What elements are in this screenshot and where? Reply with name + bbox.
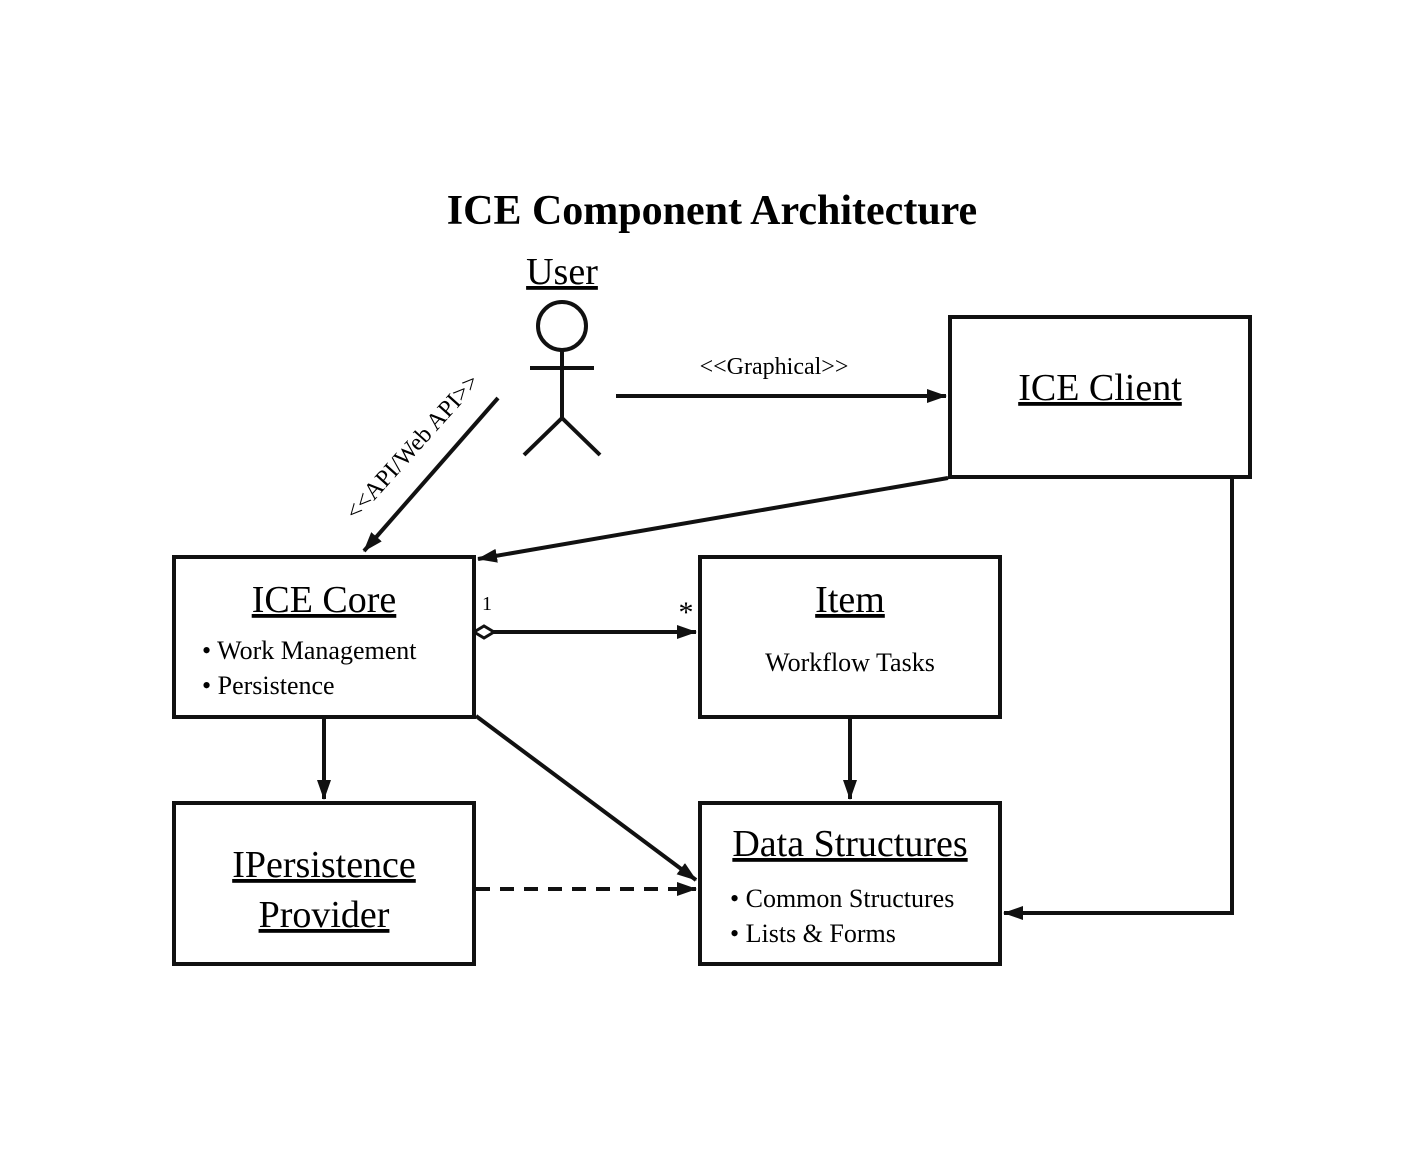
graphical-label: <<Graphical>> (700, 354, 849, 380)
data-structures-rect (698, 801, 1002, 966)
actor-left-leg (522, 416, 564, 457)
edge-client-to-data-structures (1003, 478, 1234, 920)
diagram-title: ICE Component Architecture (447, 188, 977, 234)
edge-user-to-client: <<Graphical>> (616, 354, 947, 403)
data-structures-box: Data Structures • Common Structures • Li… (698, 801, 1002, 966)
core-item-source-multiplicity: 1 (482, 593, 492, 615)
ice-client-title: ICE Client (1018, 367, 1182, 409)
core-item-target-multiplicity: * (679, 596, 694, 629)
edge-user-to-core: <<API/Web API>> (341, 369, 500, 553)
ice-client-rect (948, 315, 1252, 479)
actor-head (536, 300, 588, 352)
data-structures-bullet-lists-forms: • Lists & Forms (730, 919, 896, 948)
persistence-provider-title-line1: IPersistence (232, 844, 416, 886)
ice-core-rect (172, 555, 476, 719)
ice-core-box: ICE Core • Work Management • Persistence (172, 555, 476, 719)
ice-core-bullet-work-management: • Work Management (202, 636, 417, 665)
edge-core-to-data-structures (474, 714, 698, 882)
persistence-provider-title-line2: Provider (259, 894, 390, 936)
actor-right-leg (560, 416, 602, 457)
ice-client-box: ICE Client (948, 315, 1252, 479)
persistence-provider-rect (172, 801, 476, 966)
user-actor: User (522, 251, 602, 457)
data-structures-title: Data Structures (732, 823, 967, 865)
api-label: <<API/Web API>> (341, 369, 485, 525)
persistence-provider-box: IPersistence Provider (172, 801, 476, 966)
ice-core-bullet-persistence: • Persistence (202, 671, 335, 700)
edge-core-to-item: 1 * (474, 593, 696, 632)
edge-client-to-core (477, 476, 949, 563)
item-box: Item Workflow Tasks (698, 555, 1002, 719)
data-structures-bullet-common: • Common Structures (730, 884, 954, 913)
item-subtitle: Workflow Tasks (765, 648, 935, 677)
edge-user-to-core-line (362, 396, 500, 553)
item-rect (698, 555, 1002, 719)
item-title: Item (815, 579, 885, 621)
ice-core-title: ICE Core (252, 579, 397, 621)
user-actor-label: User (526, 251, 598, 293)
